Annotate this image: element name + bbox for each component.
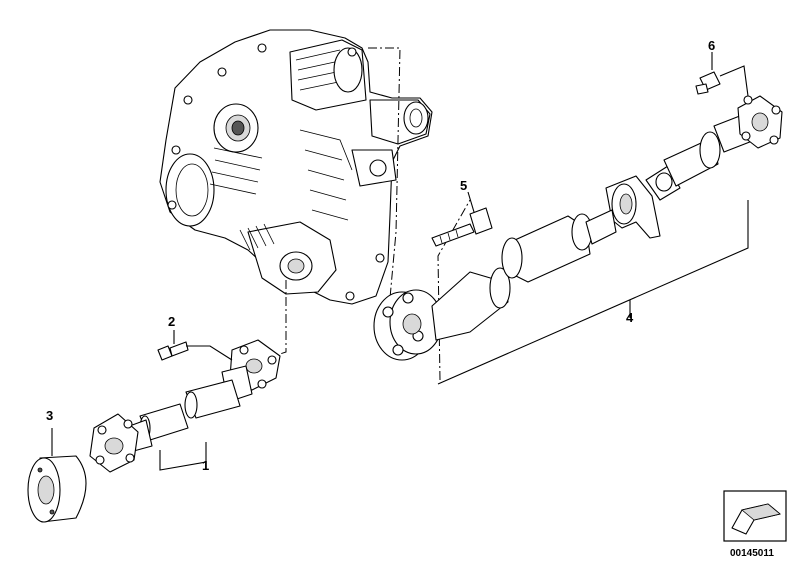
callout-2: 2 bbox=[168, 314, 175, 329]
callout-4: 4 bbox=[626, 310, 634, 325]
bolt-icon bbox=[695, 71, 721, 95]
callout-3: 3 bbox=[46, 408, 53, 423]
nav-arrow-icon[interactable] bbox=[723, 490, 787, 542]
callout-1: 1 bbox=[202, 458, 209, 473]
rear-drive-shaft-icon bbox=[373, 95, 783, 361]
flexible-disc-icon bbox=[27, 455, 87, 523]
bolt-icon bbox=[157, 341, 189, 361]
callout-6: 6 bbox=[708, 38, 715, 53]
document-number: 00145011 bbox=[730, 548, 774, 559]
front-drive-shaft-icon bbox=[89, 339, 281, 473]
transfer-case-icon bbox=[159, 29, 433, 305]
callout-5: 5 bbox=[460, 178, 467, 193]
bolt-icon bbox=[431, 207, 493, 247]
